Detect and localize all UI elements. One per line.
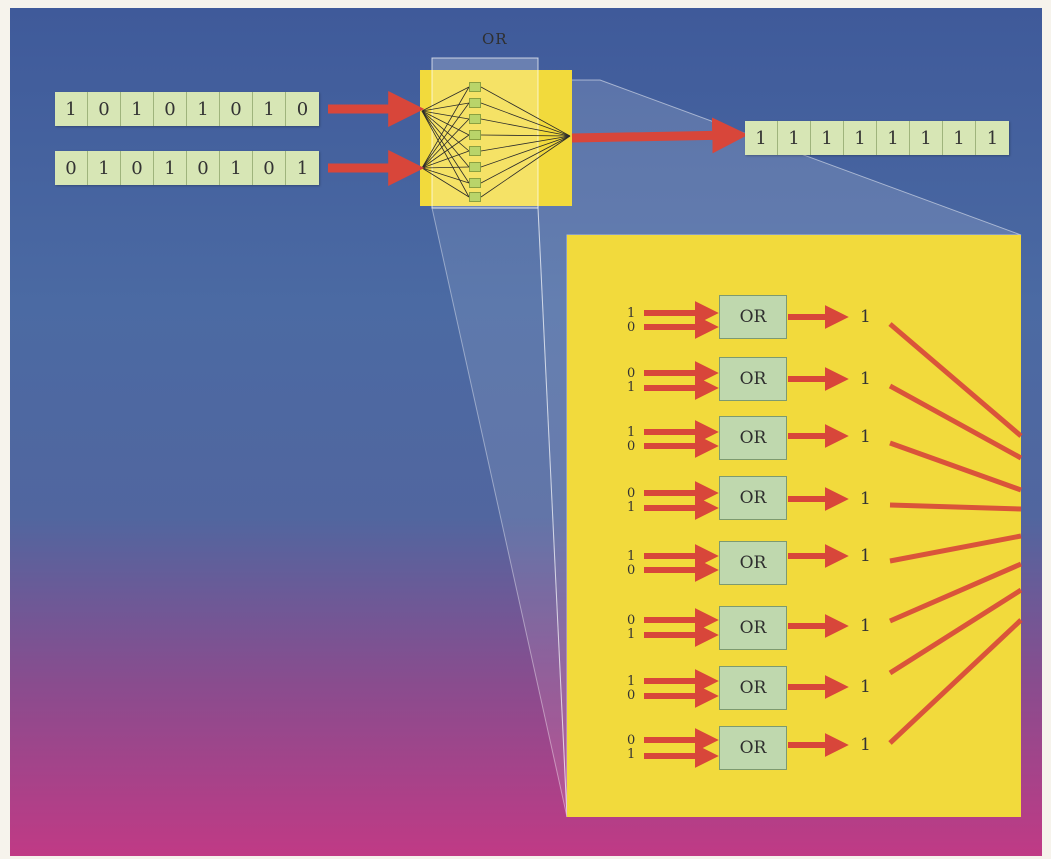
gate-output: 1 — [860, 427, 871, 447]
or-gate: OR — [719, 357, 787, 401]
gate-input-top: 1 — [627, 550, 635, 563]
gate-input-top: 0 — [627, 614, 635, 627]
gate-input-bottom: 0 — [627, 321, 635, 334]
gate-input-bottom: 0 — [627, 564, 635, 577]
gate-input-bottom: 1 — [627, 748, 635, 761]
or-gate: OR — [719, 666, 787, 710]
gate-output: 1 — [860, 489, 871, 509]
gate-output: 1 — [860, 307, 871, 327]
diagram-frame: OR 1 0 1 0 1 0 1 0 0 1 0 1 0 1 0 1 1 1 1… — [10, 8, 1042, 856]
or-gate: OR — [719, 606, 787, 650]
gate-output: 1 — [860, 546, 871, 566]
gate-output: 1 — [860, 735, 871, 755]
gate-input-bottom: 0 — [627, 440, 635, 453]
gate-input-bottom: 1 — [627, 501, 635, 514]
gate-output-arrows — [788, 317, 838, 745]
or-gate: OR — [719, 541, 787, 585]
or-gate: OR — [719, 295, 787, 339]
gate-input-bottom: 1 — [627, 381, 635, 394]
gate-input-arrows — [644, 313, 708, 756]
gate-input-top: 1 — [627, 307, 635, 320]
gate-input-top: 0 — [627, 487, 635, 500]
gate-input-top: 0 — [627, 367, 635, 380]
or-gate: OR — [719, 476, 787, 520]
gate-input-top: 1 — [627, 426, 635, 439]
gate-input-top: 1 — [627, 675, 635, 688]
panel-arrows — [10, 8, 1042, 856]
gate-output: 1 — [860, 616, 871, 636]
gate-input-bottom: 0 — [627, 689, 635, 702]
output-fan-lines — [890, 324, 1021, 743]
or-gate: OR — [719, 416, 787, 460]
gate-output: 1 — [860, 369, 871, 389]
gate-output: 1 — [860, 677, 871, 697]
gate-input-top: 0 — [627, 734, 635, 747]
gate-input-bottom: 1 — [627, 628, 635, 641]
or-gate: OR — [719, 726, 787, 770]
